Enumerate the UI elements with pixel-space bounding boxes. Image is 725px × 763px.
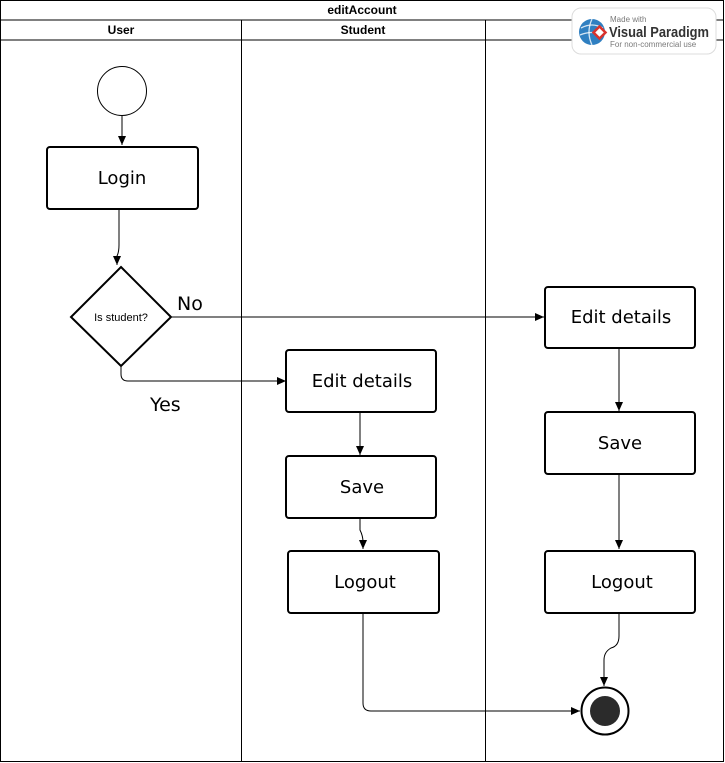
- action-other-logout-label: Logout: [591, 572, 653, 593]
- lane-header-student: Student: [341, 23, 386, 37]
- edge-student-logout-to-end: [362, 613, 580, 715]
- edge-login-to-decision: [113, 209, 121, 265]
- action-student-save-label: Save: [340, 477, 384, 498]
- decision-label: Is student?: [94, 312, 148, 324]
- end-node: [580, 686, 630, 736]
- action-login-label: Login: [98, 168, 147, 189]
- watermark-badge: Made with Visual Paradigm For non-commer…: [571, 7, 717, 55]
- start-node: [97, 66, 147, 116]
- flow-edges: [113, 116, 623, 715]
- action-other-edit-details-label: Edit details: [571, 307, 672, 328]
- action-other-save-label: Save: [598, 433, 642, 454]
- action-login: Login: [46, 146, 199, 210]
- action-student-logout: Logout: [287, 550, 440, 614]
- watermark-brand: Visual Paradigm: [609, 24, 709, 41]
- edge-label-yes: Yes: [149, 394, 181, 416]
- decision-is-student: Is student?: [69, 265, 173, 368]
- watermark-license: For non-commercial use: [610, 40, 697, 49]
- action-other-logout: Logout: [544, 550, 696, 614]
- visual-paradigm-logo-icon: [579, 18, 608, 46]
- edge-other-logout-to-end: [600, 613, 620, 686]
- edge-label-no: No: [177, 293, 203, 315]
- action-student-save: Save: [285, 455, 437, 519]
- edge-yes-to-edit: [120, 366, 286, 385]
- edge-student-save-to-logout: [359, 518, 367, 549]
- watermark-made-with: Made with: [610, 15, 646, 24]
- action-other-save: Save: [544, 411, 696, 475]
- diagram-title: editAccount: [327, 3, 396, 17]
- action-student-edit-details-label: Edit details: [312, 371, 413, 392]
- action-other-edit-details: Edit details: [544, 286, 696, 349]
- action-student-edit-details: Edit details: [285, 349, 437, 413]
- action-student-logout-label: Logout: [334, 572, 396, 593]
- lane-header-user: User: [108, 23, 135, 37]
